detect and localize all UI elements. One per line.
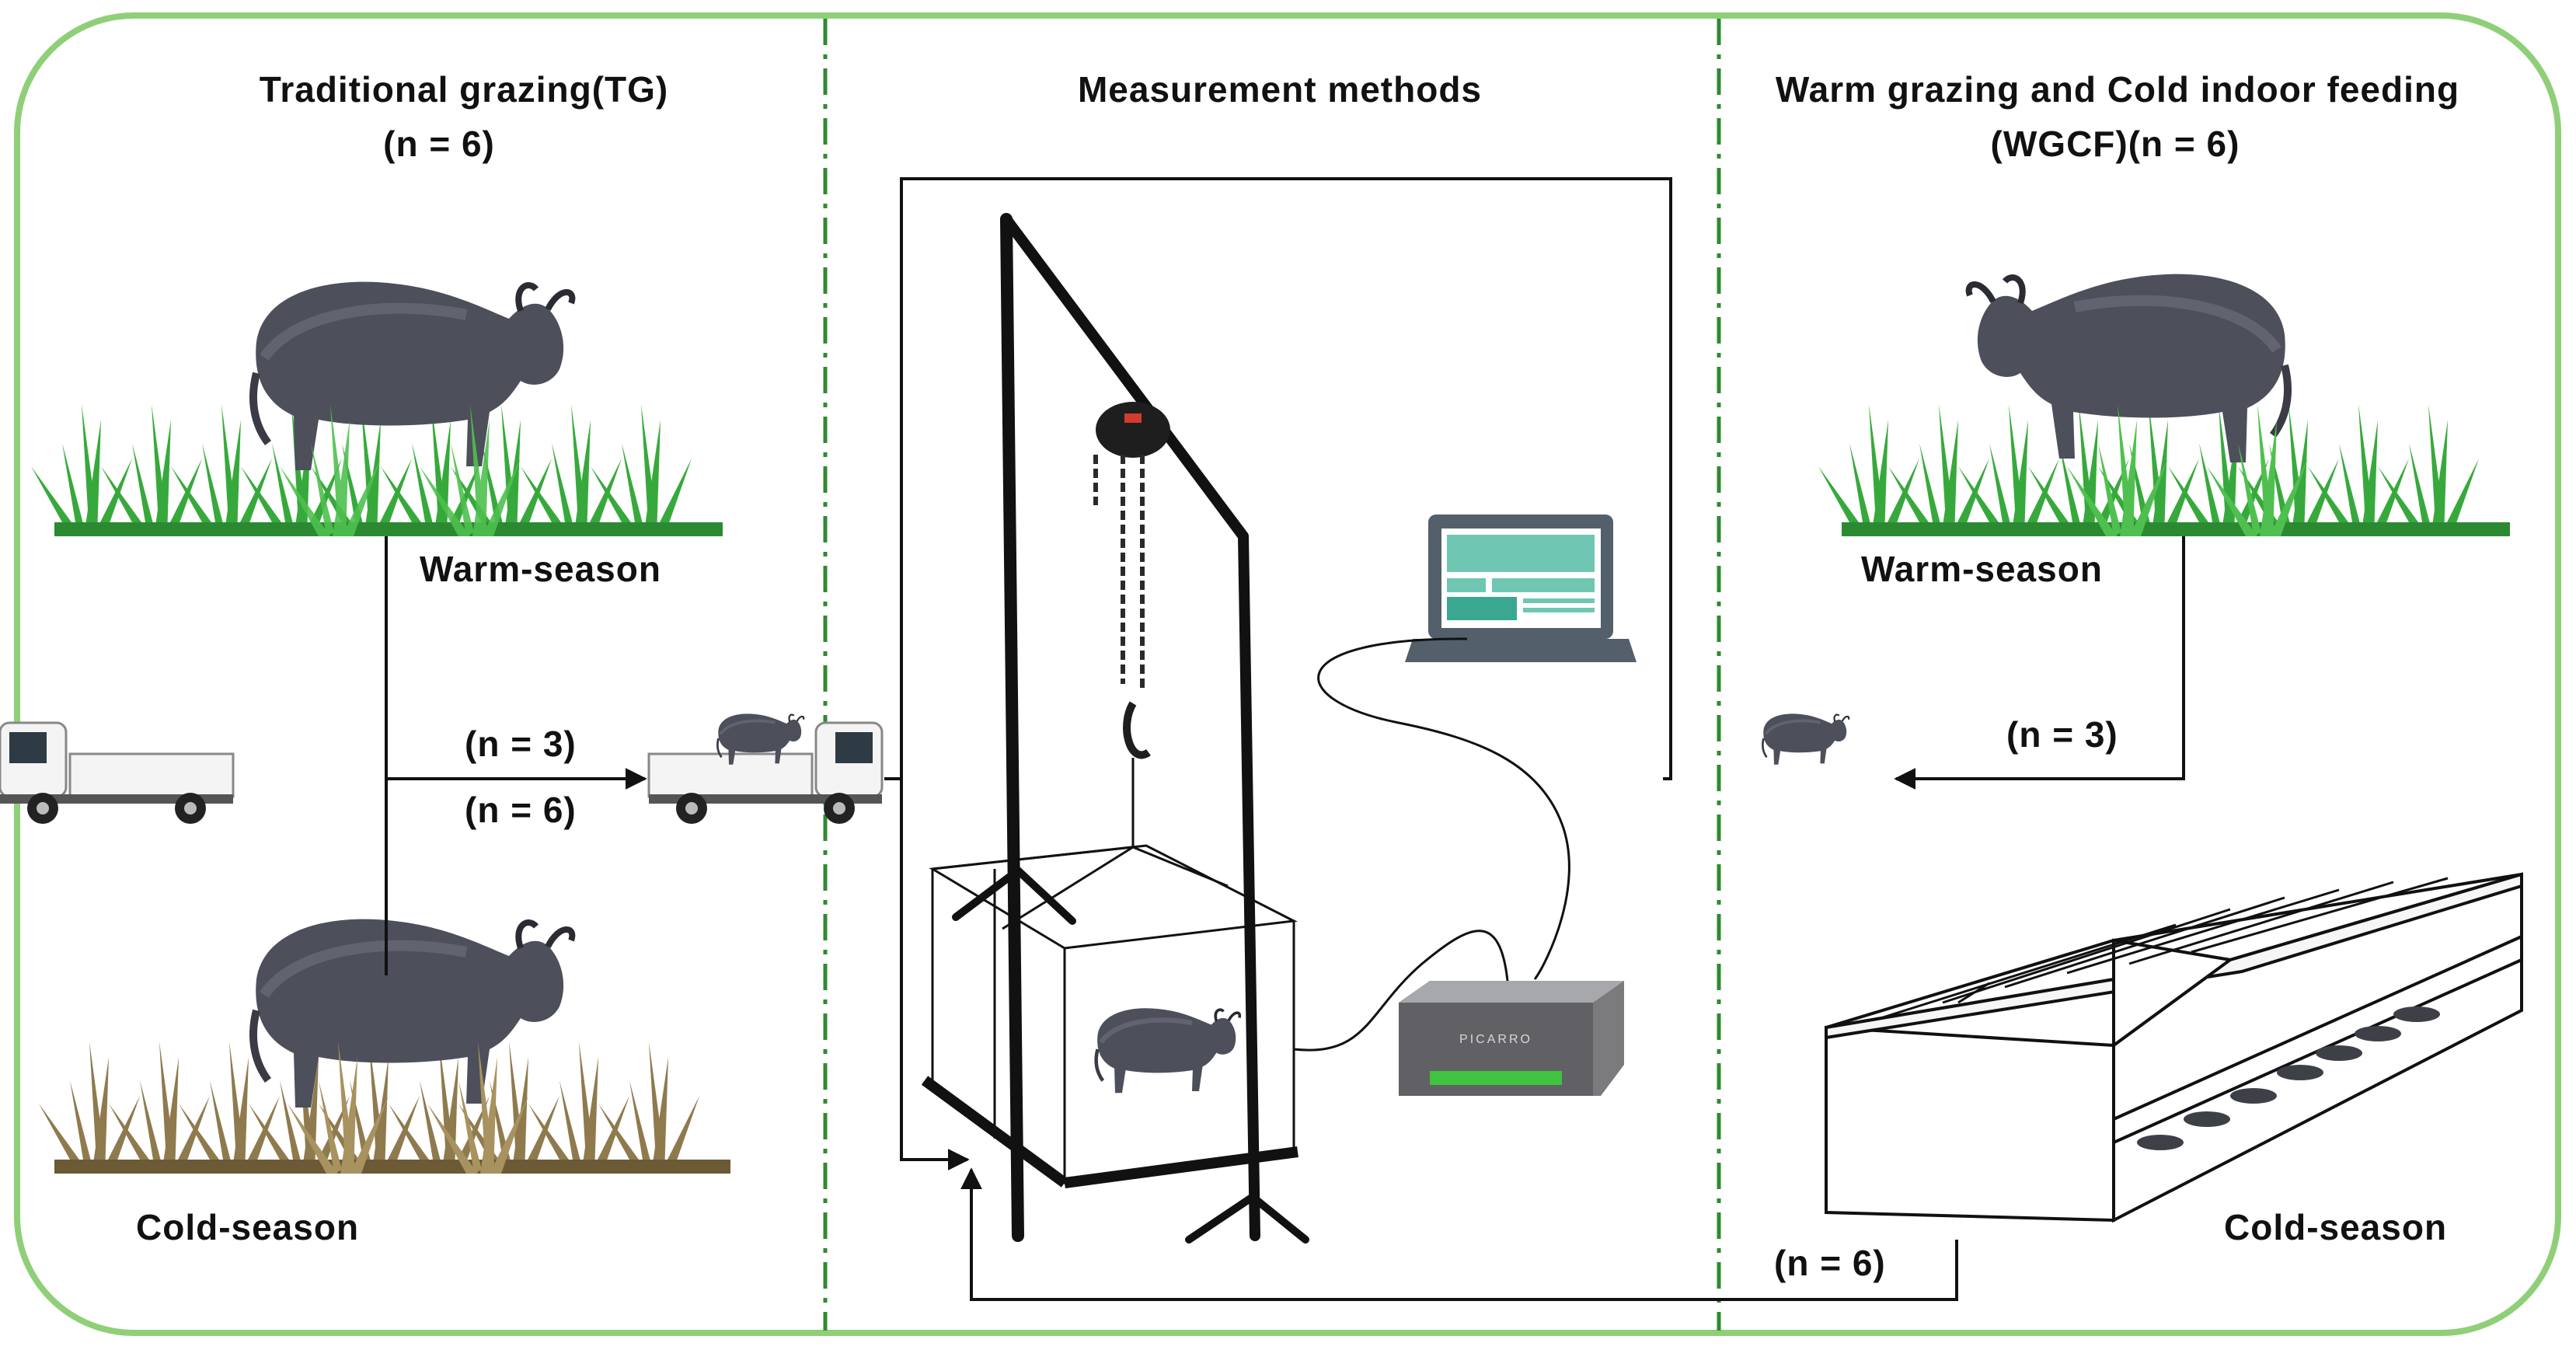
tg-cold-pasture xyxy=(39,919,730,1174)
wgcf-title: Warm grazing and Cold indoor feeding xyxy=(1775,69,2460,110)
chain-hoist xyxy=(1093,402,1170,847)
analyzer-brand-label: PICARRO xyxy=(1459,1033,1532,1046)
wgcf-warm-yak xyxy=(1969,274,2288,462)
tg-warm-pasture xyxy=(31,282,723,536)
wgcf-connectors xyxy=(1894,536,2185,790)
hoist-frame xyxy=(952,213,1309,1244)
barn-roof-ribs xyxy=(1880,877,2449,1020)
methods-loop xyxy=(900,177,1958,1301)
wgcf-warm-pasture xyxy=(1818,274,2510,536)
picarro-analyzer xyxy=(1399,981,1624,1096)
tg-n-transport-down: (n = 6) xyxy=(465,790,577,830)
tg-title: Traditional grazing(TG) xyxy=(259,69,669,110)
wgcf-transport-truck xyxy=(0,721,235,825)
tg-warm-yak xyxy=(253,282,572,470)
tg-sample-size: (n = 6) xyxy=(383,124,495,164)
barn-yaks xyxy=(2137,1006,2440,1150)
tg-cold-season-label: Cold-season xyxy=(136,1207,360,1247)
measurement-chamber xyxy=(921,844,1298,1188)
tg-cold-yak xyxy=(253,919,572,1108)
chamber-yak xyxy=(1096,1008,1240,1093)
wgcf-n-transport: (n = 3) xyxy=(2006,714,2118,755)
wgcf-cold-season-label: Cold-season xyxy=(2224,1207,2448,1247)
wgcf-n-cold: (n = 6) xyxy=(1774,1243,1886,1283)
wgcf-warm-season-label: Warm-season xyxy=(1861,549,2103,589)
laptop xyxy=(1405,515,1637,662)
tg-connectors xyxy=(385,536,901,975)
wgcf-sample-size: (WGCF)(n = 6) xyxy=(1990,124,2240,164)
tg-n-transport-up: (n = 3) xyxy=(465,724,577,764)
wgcf-truck-yak xyxy=(1761,712,1851,766)
gas-tubing xyxy=(1293,637,1570,1052)
tg-warm-season-label: Warm-season xyxy=(420,549,661,589)
outer-frame xyxy=(14,12,2561,1336)
methods-title: Measurement methods xyxy=(1077,69,1483,110)
